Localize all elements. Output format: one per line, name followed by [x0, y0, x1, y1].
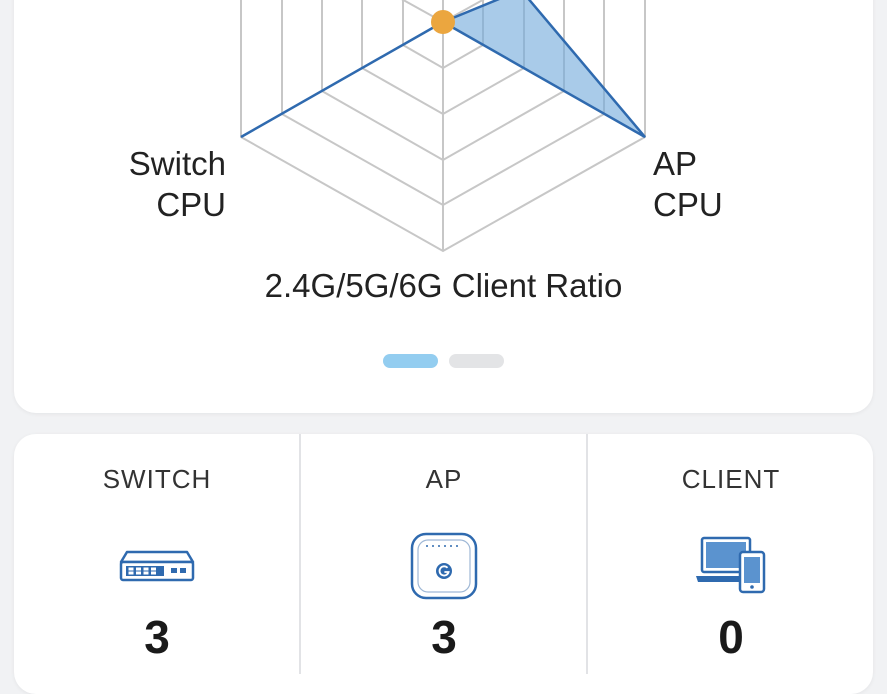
stat-switch-title: SWITCH — [102, 464, 212, 494]
stat-ap-count: 3 — [431, 611, 457, 663]
axis-label-line: Switch — [128, 145, 226, 182]
stat-client[interactable]: CLIENT 0 — [588, 434, 874, 694]
axis-label-client-ratio: 2.4G/5G/6G Client Ratio — [264, 267, 623, 304]
radar-axis-line — [442, 0, 485, 23]
axis-label-line: CPU — [653, 186, 723, 223]
axis-label-ap-cpu: AP CPU — [653, 143, 723, 225]
device-stats-card: SWITCH 3 AP — [14, 434, 873, 694]
stat-switch[interactable]: SWITCH 3 — [14, 434, 300, 694]
radar-series-line — [240, 0, 646, 139]
network-switch-icon — [119, 550, 195, 582]
pager-dot-inactive[interactable] — [449, 354, 504, 368]
axis-label-switch-cpu: Switch CPU — [108, 143, 226, 225]
stat-switch-count: 3 — [144, 611, 170, 663]
radar-series-area — [443, 0, 645, 137]
access-point-icon — [410, 532, 478, 600]
stat-client-count: 0 — [718, 611, 744, 663]
axis-label-line: CPU — [156, 186, 226, 223]
stat-ap-title: AP — [425, 464, 463, 494]
stat-client-title: CLIENT — [681, 464, 781, 494]
radar-chart — [240, 0, 646, 253]
axis-label-line: AP — [653, 145, 698, 182]
radar-axis-line — [401, 0, 444, 23]
pager-dot-active[interactable] — [383, 354, 438, 368]
stat-ap[interactable]: AP 3 — [301, 434, 587, 694]
client-devices-icon — [696, 536, 766, 594]
radar-series-marker — [431, 10, 455, 34]
stats-divider — [586, 434, 588, 674]
radar-grid — [240, 0, 646, 253]
stats-divider — [299, 434, 301, 674]
